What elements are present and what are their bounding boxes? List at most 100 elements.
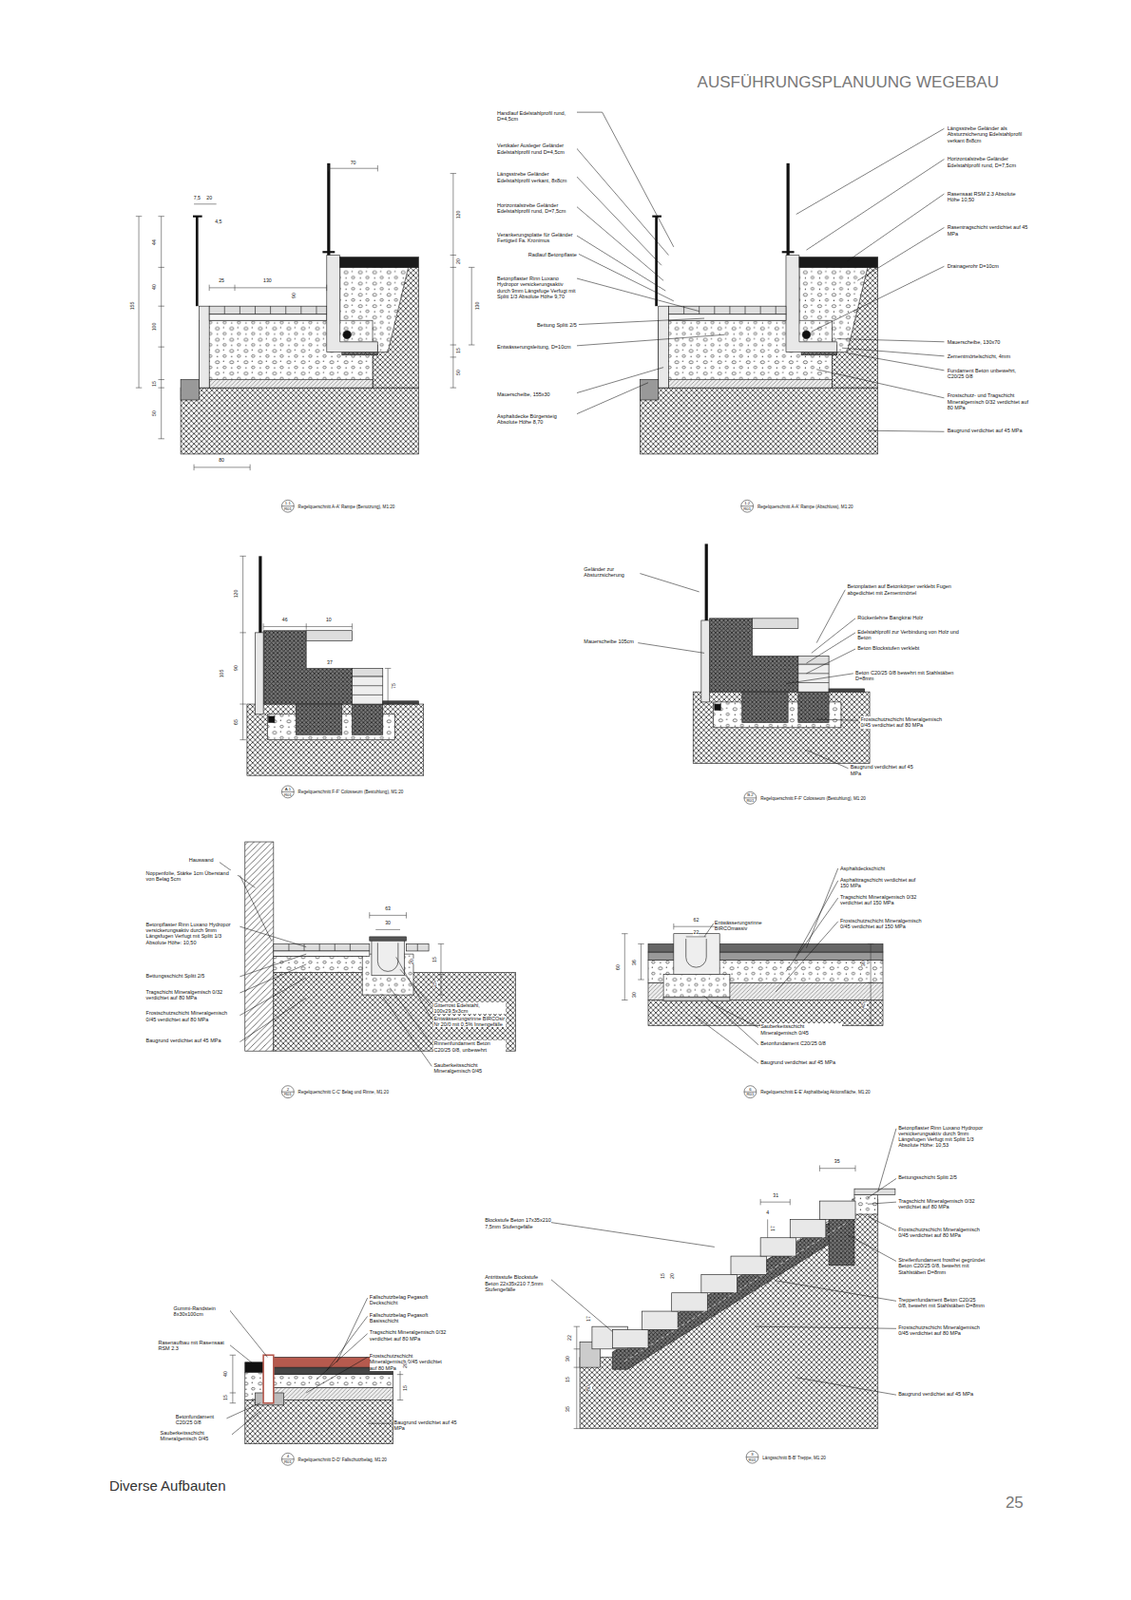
callout-label: Längsstrebe Geländer als Absturzsicherun…	[947, 125, 1030, 144]
dimension-value: 22	[567, 1335, 574, 1342]
callout-label: Sauberkeitsschicht Mineralgemisch 0/45	[433, 1062, 505, 1075]
detail-marker: 2	[287, 1087, 289, 1093]
dimension-value: 30	[861, 960, 867, 967]
dimension-value: 120	[233, 590, 240, 599]
dimension-value: 65	[233, 720, 240, 727]
callout-label: Entwässerungsleitung, D=10cm	[497, 344, 577, 350]
callout-label: Tragschicht Mineralgemisch 0/32 verdicht…	[840, 894, 922, 907]
callout-label: Rinnenfundament Beton C20/25 0/8, unbewe…	[433, 1040, 505, 1054]
callout-label: Baugrund verdichtet auf 45 MPa	[394, 1419, 466, 1433]
callout-label: Bettung Splitt 2/5	[525, 322, 577, 328]
callout-label: Tragschicht Mineralgemisch 0/32 verdicht…	[898, 1198, 985, 1211]
callout-label: Fundament Beton unbewehrt, C20/25 0/8	[947, 367, 1030, 381]
callout-label: Mauerscheibe, 155x30	[497, 391, 577, 398]
page-title: AUSFÜHRUNGSPLANUUNG WEGEBAU	[697, 73, 1045, 93]
callout-label: Frostschutzschicht Mineralgemisch 0/45 v…	[860, 716, 942, 729]
dimension-value: 70	[350, 160, 357, 167]
page-number: 25	[1005, 1494, 1036, 1514]
dimension-value: 15	[432, 957, 439, 963]
callout-label: Entwässerungsrinne BIRCOsir Nr 20/0 mit …	[433, 1015, 505, 1029]
dimension-value: 20	[206, 195, 212, 202]
dimension-value: 20	[402, 1362, 409, 1369]
callout-label: Asphaltdeckschicht	[840, 865, 922, 872]
callout-label: Sauberkeitsschicht Mineralgemisch 0/45	[760, 1023, 843, 1036]
callout-label: Rasentragschicht verdichtet auf 45 MPa	[947, 224, 1030, 237]
dimension-value: 15	[456, 348, 462, 355]
callout-label: Fallschutzbelag Pegasoft Basisschicht	[369, 1312, 447, 1325]
callout-label: Streifenfundament frostfrei gegründet Be…	[898, 1257, 985, 1276]
detail-marker: R01	[284, 792, 292, 798]
dimension-value: 7,5	[193, 195, 201, 202]
detail-marker: R01	[746, 1092, 754, 1098]
dimension-value: 60	[615, 964, 622, 971]
callout-label: Längsstrebe Geländer Edelstahlprofil ver…	[497, 171, 577, 184]
dimension-value: 31	[772, 1193, 779, 1200]
callout-label: Entwässerungsrinne BIRCOmassiv	[714, 920, 776, 933]
dimension-value: 4,5	[214, 219, 222, 226]
dimension-value: 15	[565, 1377, 572, 1383]
callout-label: Beton Blockstufen verklebt	[857, 645, 929, 652]
detail-caption: Regelquerschnitt E-E' Asphaltbelag Aktio…	[760, 1090, 871, 1095]
dimension-value: 44	[152, 239, 158, 246]
detail-marker: R01	[748, 1457, 757, 1463]
dimension-value: 20	[456, 258, 462, 265]
callout-label: Mauerscheibe, 130x70	[947, 339, 1030, 346]
dimension-value: 37	[326, 660, 333, 667]
detail-marker: 1.1	[285, 501, 291, 507]
dimension-value: 90	[233, 666, 240, 672]
dimension-value: 4	[766, 1210, 769, 1217]
dimension-value: 15	[152, 381, 158, 387]
callout-label: Blockstufe Beton 17x35x210 7,5mm Stufeng…	[484, 1217, 552, 1230]
dimension-value: 80	[586, 1385, 593, 1392]
detail-marker: 1.2	[744, 501, 750, 507]
dimension-value: 20	[409, 958, 416, 965]
callout-label: Drainagerohr D=10cm	[947, 263, 1030, 269]
callout-label: Bettungsschicht Splitt 2/5	[898, 1174, 985, 1181]
dimension-value: 130	[263, 278, 272, 285]
detail-caption: Längsschnitt B-B' Treppe, M1:20	[762, 1456, 826, 1461]
detail-caption: Regelquerschnitt A-A' Rampe (Abschluss),…	[757, 504, 854, 510]
detail-caption: Regelquerschnitt C-C' Belag und Rinne, M…	[298, 1090, 389, 1095]
callout-label: Antrittsstufe Blockstufe Beton 22x35x210…	[484, 1274, 552, 1293]
callout-label: Handlauf Edelstahlprofil rund, D=4,5cm	[497, 110, 577, 123]
dimension-value: 30	[565, 1356, 572, 1362]
callout-label: Betonplatten auf Betonkörper verklebt Fu…	[846, 583, 959, 596]
dimension-value: 15	[660, 1273, 667, 1280]
callout-label: Geländer zur Absturzsicherung	[583, 566, 640, 579]
dimension-value: 45	[861, 1002, 867, 1009]
dimension-value: 46	[282, 617, 288, 624]
dimension-value: 105	[219, 670, 226, 679]
detail-marker: 4	[287, 1455, 289, 1460]
callout-label: Radlauf Betonpflaste	[520, 251, 577, 258]
detail-marker: B.2	[747, 793, 753, 799]
callout-label: Tragschicht Mineralgemisch 0/32 verdicht…	[369, 1329, 447, 1342]
detail-marker: R01	[743, 506, 751, 512]
callout-label: Betonfundament C20/25 0/8	[760, 1040, 843, 1047]
callout-label: Baugrund verdichtet auf 45 MPa	[146, 1037, 239, 1044]
callout-label: Hauswand	[189, 857, 220, 863]
dimension-value: 30	[632, 992, 638, 998]
dimension-value: 130	[475, 302, 481, 311]
dimension-value: 63	[384, 906, 391, 913]
callout-label: Horizontalstrebe Geländer Edelstahlprofi…	[947, 155, 1030, 169]
dimension-value: 40	[223, 1371, 230, 1378]
dimension-value: 50	[152, 410, 158, 417]
callout-label: Treppenfundament Beton C20/25 0/8, beweh…	[898, 1297, 985, 1310]
dimension-value: 40	[152, 284, 158, 290]
callout-label: Zementmörtelschicht, 4mm	[947, 353, 1030, 360]
dimension-value: 22	[693, 930, 700, 937]
callout-label: Betonpflaster Rinn Luxano Hydropor versi…	[898, 1125, 985, 1150]
callout-label: Sauberkeitsschicht Mineralgemisch 0/45	[160, 1430, 232, 1443]
dimension-value: 15	[402, 1385, 409, 1392]
callout-label: Frostschutzschicht Mineralgemisch 0/45 v…	[840, 918, 922, 931]
callout-label: Frostschutzschicht Mineralgemisch 0/45 v…	[898, 1324, 985, 1338]
detail-marker: R01	[284, 506, 292, 512]
callout-label: Baugrund verdichtet auf 45 MPa	[760, 1059, 843, 1066]
dimension-value: 155	[130, 302, 136, 311]
detail-caption: Regelquerschnitt D-D' Fallschutzbelag, M…	[298, 1457, 387, 1463]
dimension-value: 90	[291, 293, 298, 300]
callout-label: Gummi-Randstein 8x30x100cm	[173, 1305, 231, 1319]
callout-label: Bettungsschicht Splitt 2/5	[146, 973, 239, 979]
dimension-value: 17	[770, 1226, 777, 1232]
